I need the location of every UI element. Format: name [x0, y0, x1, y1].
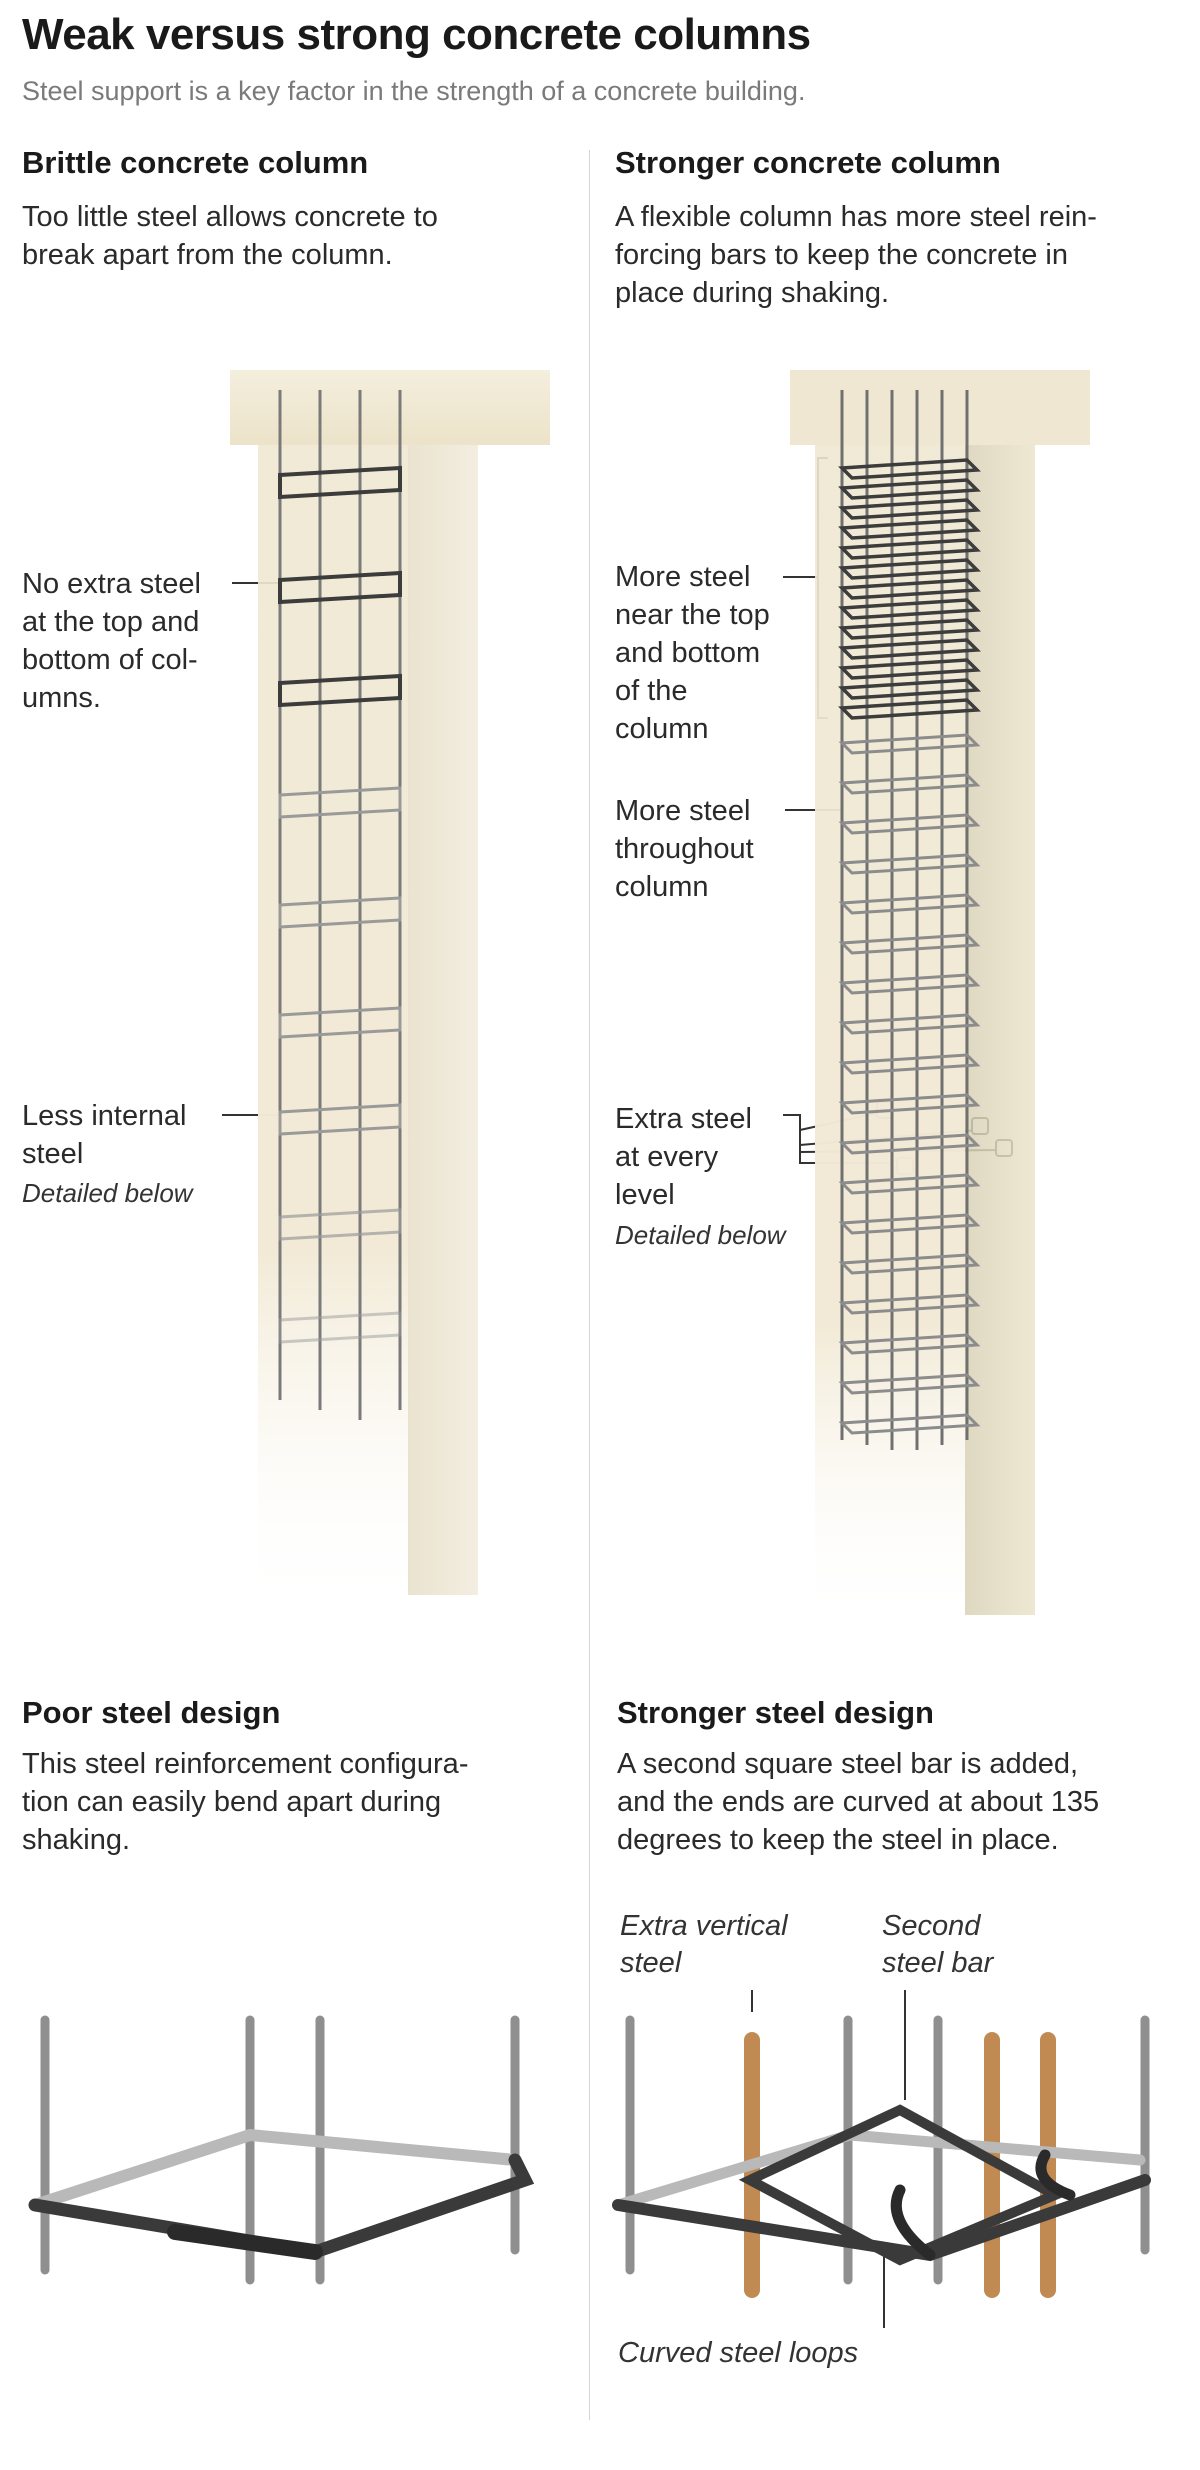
- stronger-column-heading: Stronger concrete column: [615, 145, 1001, 180]
- stronger-column-description: A flexible column has more steel rein- f…: [615, 201, 1097, 309]
- stirrup-26: [838, 1253, 981, 1275]
- stirrup-5: [838, 558, 981, 580]
- brittle-column-heading: Brittle concrete column: [22, 145, 369, 180]
- page-subtitle: Steel support is a key factor in the str…: [22, 76, 806, 106]
- label-more-steel-ends: More steel near the top and bottom of th…: [615, 561, 770, 745]
- stirrup-17: [838, 893, 981, 915]
- callout-curved-steel-loops: Curved steel loops: [618, 2337, 859, 2369]
- stirrup-15: [838, 813, 981, 835]
- stirrup-23: [838, 1133, 981, 1155]
- stirrup-6: [838, 578, 981, 600]
- stirrup-27: [838, 1293, 981, 1315]
- stirrup-10: [838, 658, 981, 680]
- stirrup-19: [838, 973, 981, 995]
- page-title: Weak versus strong concrete columns: [22, 10, 811, 59]
- stirrup-20: [838, 1013, 981, 1035]
- stirrup-16: [838, 853, 981, 875]
- stirrup-3: [838, 518, 981, 540]
- stirrup-2: [838, 498, 981, 520]
- label-detailed-below-right: Detailed below: [615, 1220, 786, 1250]
- stirrup-21: [838, 1053, 981, 1075]
- stronger-design-description: A second square steel bar is added, and …: [617, 1748, 1100, 1856]
- stirrup-28: [838, 1333, 981, 1355]
- label-more-steel-throughout: More steel throughout column: [615, 795, 754, 903]
- brittle-column-description: Too little steel allows concrete to brea…: [22, 201, 438, 271]
- label-extra-steel-every-level: Extra steel at every level: [615, 1103, 752, 1211]
- stirrup-4: [838, 538, 981, 560]
- column-divider: [589, 150, 590, 2420]
- stirrup-24: [838, 1173, 981, 1195]
- stronger-steel-design-illustration: [612, 2015, 1151, 2298]
- callout-extra-vertical-steel: Extra vertical steel: [620, 1910, 788, 1979]
- poor-design-description: This steel reinforcement configura- tion…: [22, 1748, 469, 1856]
- stirrup-22: [838, 1093, 981, 1115]
- stirrup-0: [838, 458, 981, 480]
- stirrup-13: [838, 733, 981, 755]
- stirrup-1: [838, 478, 981, 500]
- callout-second-steel-bar: Second steel bar: [882, 1910, 994, 1979]
- stirrup-18: [838, 933, 981, 955]
- stirrup-30: [838, 1413, 981, 1435]
- stirrup-14: [838, 773, 981, 795]
- brittle-column-illustration: [230, 370, 550, 1595]
- label-no-extra-steel: No extra steel at the top and bottom of …: [22, 568, 201, 714]
- label-less-internal-steel: Less internal steel: [22, 1100, 187, 1170]
- stirrup-7: [838, 598, 981, 620]
- stronger-column-illustration: [790, 370, 1090, 1615]
- stirrup-9: [838, 638, 981, 660]
- stirrup-8: [838, 618, 981, 640]
- poor-steel-design-illustration: [28, 2015, 535, 2285]
- stirrup-29: [838, 1373, 981, 1395]
- stirrup-12: [838, 698, 981, 720]
- stirrup-11: [838, 678, 981, 700]
- stirrup-25: [838, 1213, 981, 1235]
- poor-design-heading: Poor steel design: [22, 1695, 281, 1730]
- label-detailed-below-left: Detailed below: [22, 1178, 193, 1208]
- stronger-design-heading: Stronger steel design: [617, 1695, 934, 1730]
